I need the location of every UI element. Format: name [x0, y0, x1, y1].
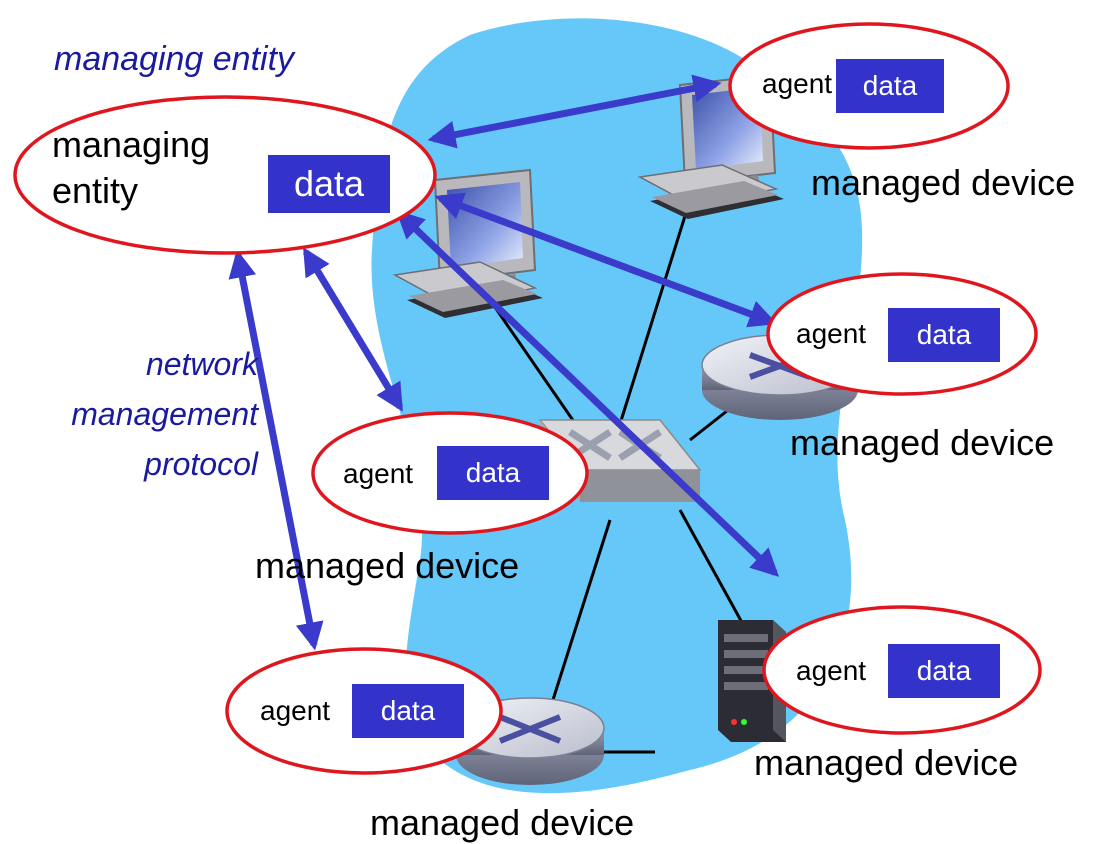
managed-device-label: managed device [811, 162, 1076, 203]
managed-device-label: managed device [754, 742, 1019, 783]
agent-label: agent [260, 695, 331, 726]
arrow-to-top-agent [427, 74, 722, 149]
agent-data-box: data [352, 684, 464, 738]
agent-label: agent [762, 68, 833, 99]
arrow-to-server-agent [395, 210, 780, 577]
managing-entity-label-line1: managing [52, 124, 211, 165]
agent-data-box: data [437, 446, 549, 500]
arrow-to-bottom-agent [228, 249, 324, 651]
managing-entity-label-line2: entity [52, 170, 139, 211]
agent-label: agent [796, 655, 867, 686]
protocol-arrows [228, 74, 780, 651]
agent-data-box: data [888, 644, 1000, 698]
managed-device-label: managed device [255, 545, 520, 586]
protocol-label-line3: protocol [144, 446, 258, 482]
managing-entity-caption: managing entity [54, 40, 295, 78]
manager-data-box: data [268, 155, 390, 213]
agent-data-box: data [836, 59, 944, 113]
protocol-label-line1: network [145, 346, 258, 382]
managed-device-label: managed device [370, 802, 635, 843]
agent-label: agent [796, 318, 867, 349]
managing-entity-ellipse [13, 95, 437, 255]
protocol-label-line2: management [71, 396, 258, 432]
agent-label: agent [343, 458, 414, 489]
agent-data-box: data [888, 308, 1000, 362]
managed-device-label: managed device [790, 422, 1055, 463]
